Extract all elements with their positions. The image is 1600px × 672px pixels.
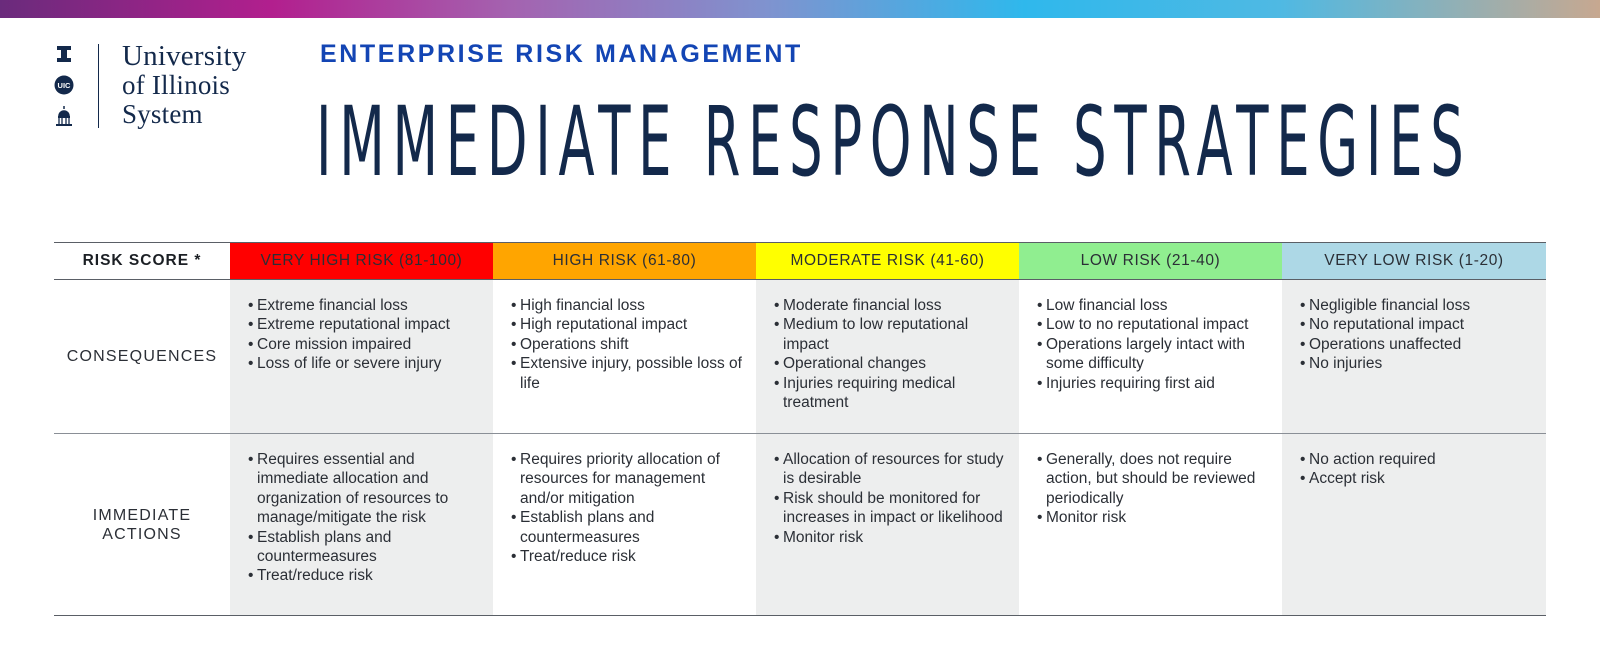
bullet-item: Injuries requiring medical treatment [774,374,1011,413]
bullet-item: Extensive injury, possible loss of life [511,354,748,393]
svg-text:UIC: UIC [58,81,72,90]
level-high: HIGH RISK (61-80) [493,242,756,280]
wordmark-line-1: University [122,40,247,72]
risk-score-label: RISK SCORE * [54,242,230,280]
risk-score-header-row: RISK SCORE * VERY HIGH RISK (81-100) HIG… [54,242,1546,280]
bullet-list: Low financial lossLow to no reputational… [1019,280,1282,393]
bullet-item: Injuries requiring first aid [1037,374,1274,394]
uic-badge-icon: UIC [54,75,74,95]
cell-consequences-high: High financial lossHigh reputational imp… [493,279,756,434]
bullet-list: Requires essential and immediate allocat… [230,434,493,586]
bullet-item: Accept risk [1300,469,1538,489]
bullet-item: No action required [1300,450,1538,470]
bullet-item: No injuries [1300,354,1538,374]
cell-actions-low: Generally, does not require action, but … [1019,433,1282,616]
level-low: LOW RISK (21-40) [1019,242,1282,280]
bullet-item: Operations shift [511,335,748,355]
bullet-item: Requires essential and immediate allocat… [248,450,485,528]
bullet-item: High reputational impact [511,315,748,335]
bullet-item: Generally, does not require action, but … [1037,450,1274,508]
capitol-dome-icon [56,106,72,126]
bullet-item: Extreme financial loss [248,296,485,316]
level-moderate: MODERATE RISK (41-60) [756,242,1019,280]
bullet-item: Negligible financial loss [1300,296,1538,316]
level-very-high: VERY HIGH RISK (81-100) [230,242,493,280]
bullet-item: Establish plans and countermeasures [511,508,748,547]
bullet-item: Medium to low reputational impact [774,315,1011,354]
row-label-text: IMMEDIATE ACTIONS [92,506,192,543]
bullet-item: Core mission impaired [248,335,485,355]
bullet-list: Negligible financial lossNo reputational… [1282,280,1546,374]
bullet-item: High financial loss [511,296,748,316]
bullet-list: Moderate financial lossMedium to low rep… [756,280,1019,412]
cell-actions-moderate: Allocation of resources for study is des… [756,433,1019,616]
bullet-item: Establish plans and countermeasures [248,528,485,567]
bullet-item: Low to no reputational impact [1037,315,1274,335]
bullet-list: Requires priority allocation of resource… [493,434,756,567]
consequences-row: CONSEQUENCES Extreme financial lossExtre… [54,279,1546,434]
bullet-item: Loss of life or severe injury [248,354,485,374]
page-title: IMMEDIATE RESPONSE STRATEGIES [316,86,1472,198]
bullet-item: Monitor risk [774,528,1011,548]
cell-consequences-moderate: Moderate financial lossMedium to low rep… [756,279,1019,434]
cell-consequences-low: Low financial lossLow to no reputational… [1019,279,1282,434]
university-wordmark: University of Illinois System [122,42,246,129]
bullet-item: Moderate financial loss [774,296,1011,316]
bullet-item: Operations largely intact with some diff… [1037,335,1274,374]
bullet-item: Extreme reputational impact [248,315,485,335]
row-label-consequences: CONSEQUENCES [54,279,230,434]
university-logo: UIC University of Illinois System [54,42,284,130]
cell-actions-high: Requires priority allocation of resource… [493,433,756,616]
bullet-item: Monitor risk [1037,508,1274,528]
bullet-list: High financial lossHigh reputational imp… [493,280,756,393]
cell-consequences-very-high: Extreme financial lossExtreme reputation… [230,279,493,434]
bullet-item: Low financial loss [1037,296,1274,316]
section-kicker: ENTERPRISE RISK MANAGEMENT [320,40,803,68]
wordmark-line-2: of Illinois [122,70,230,100]
bullet-item: Requires priority allocation of resource… [511,450,748,508]
logo-divider [98,44,99,128]
wordmark-line-3: System [122,99,203,129]
block-i-icon [57,46,71,62]
bullet-item: Operations unaffected [1300,335,1538,355]
bullet-item: Treat/reduce risk [248,566,485,586]
bullet-item: Allocation of resources for study is des… [774,450,1011,489]
bullet-list: Allocation of resources for study is des… [756,434,1019,547]
bullet-item: Treat/reduce risk [511,547,748,567]
campus-icons: UIC [54,44,74,130]
bullet-list: Extreme financial lossExtreme reputation… [230,280,493,374]
level-very-low: VERY LOW RISK (1-20) [1282,242,1546,280]
bullet-item: Risk should be monitored for increases i… [774,489,1011,528]
bullet-list: Generally, does not require action, but … [1019,434,1282,528]
cell-consequences-very-low: Negligible financial lossNo reputational… [1282,279,1546,434]
cell-actions-very-high: Requires essential and immediate allocat… [230,433,493,616]
gradient-top-bar [0,0,1600,18]
row-label-immediate-actions: IMMEDIATE ACTIONS [54,433,230,616]
cell-actions-very-low: No action requiredAccept risk [1282,433,1546,616]
bullet-item: Operational changes [774,354,1011,374]
bullet-item: No reputational impact [1300,315,1538,335]
immediate-actions-row: IMMEDIATE ACTIONS Requires essential and… [54,433,1546,616]
risk-response-matrix: RISK SCORE * VERY HIGH RISK (81-100) HIG… [54,242,1546,616]
bullet-list: No action requiredAccept risk [1282,434,1546,489]
